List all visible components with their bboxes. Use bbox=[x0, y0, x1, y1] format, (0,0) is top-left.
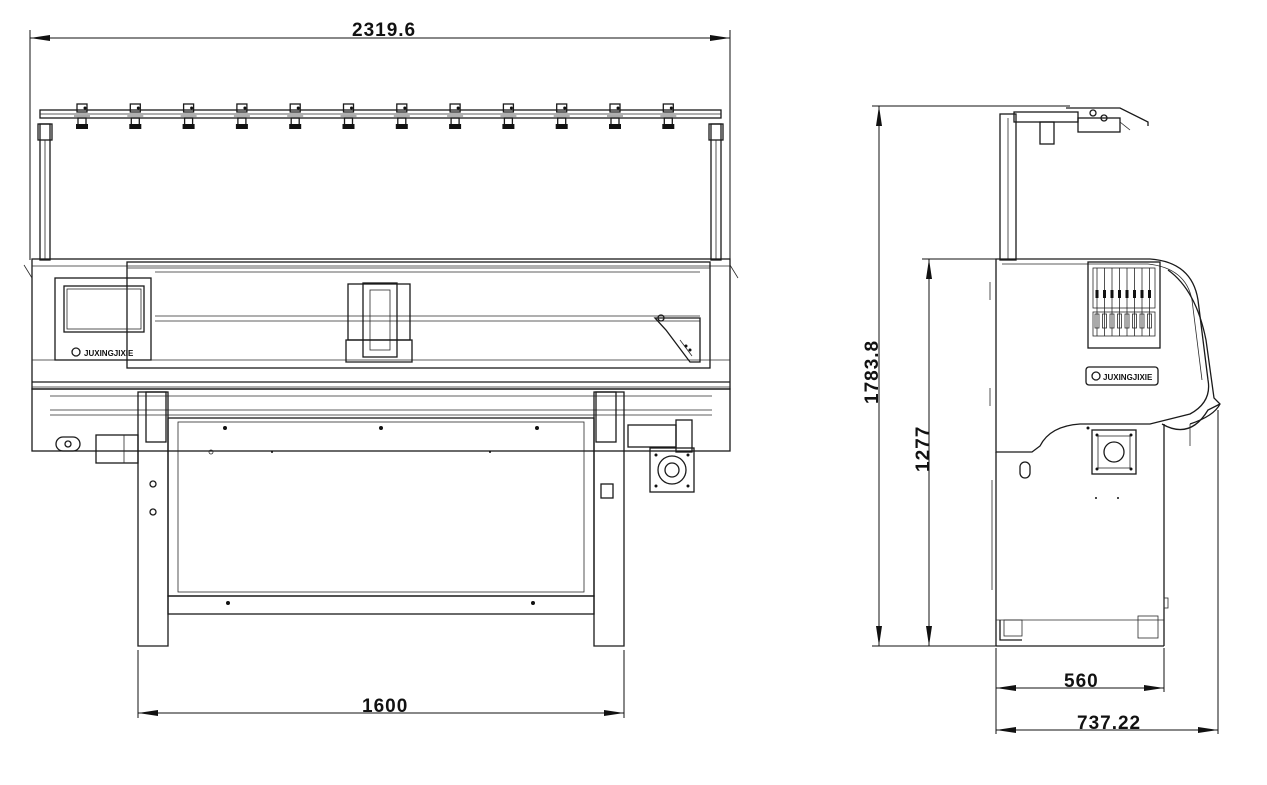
base-width-label: 1600 bbox=[362, 696, 408, 717]
machine-body: JUXINGJIXIE bbox=[23, 258, 739, 452]
side-body: JUXINGJIXIE bbox=[989, 258, 1221, 647]
side-vents bbox=[1014, 282, 1064, 408]
yarn-tensioner bbox=[393, 103, 410, 129]
yarn-tensioner bbox=[500, 103, 517, 129]
yarn-tensioner bbox=[447, 103, 464, 129]
yarn-tensioner bbox=[233, 103, 250, 129]
front-brand-label: JUXINGJIXIE bbox=[84, 349, 134, 358]
side-yarn-rack bbox=[999, 107, 1149, 261]
overall-depth-label: 737.22 bbox=[1077, 713, 1141, 734]
needle-head bbox=[1087, 261, 1161, 349]
side-motor-plate bbox=[1086, 426, 1137, 499]
dimension-base-depth: 560 bbox=[995, 648, 1165, 734]
drive-motor bbox=[627, 419, 695, 493]
yarn-tensioner bbox=[74, 103, 90, 129]
dimension-base-width: 1600 bbox=[137, 650, 625, 718]
yarn-tensioner bbox=[340, 103, 357, 129]
front-stand bbox=[95, 391, 625, 647]
yarn-tensioner bbox=[287, 103, 304, 129]
dimension-overall-height: 1783.8 bbox=[862, 105, 1070, 647]
right-guide bbox=[653, 314, 701, 363]
overall-height-label: 1783.8 bbox=[862, 340, 883, 404]
side-brand-label: JUXINGJIXIE bbox=[1103, 373, 1153, 382]
side-view: 1783.8 1277 bbox=[862, 105, 1221, 734]
carriage bbox=[345, 282, 413, 363]
yarn-tensioner bbox=[553, 103, 570, 129]
control-panel: JUXINGJIXIE bbox=[54, 277, 152, 361]
side-badge: JUXINGJIXIE bbox=[1085, 366, 1159, 386]
yarn-tensioner bbox=[607, 103, 623, 129]
front-view: 2319.6 bbox=[23, 20, 739, 718]
yarn-tensioners bbox=[74, 103, 677, 129]
table-height-label: 1277 bbox=[913, 426, 934, 472]
yarn-tensioner bbox=[660, 103, 677, 129]
dimension-overall-depth: 737.22 bbox=[996, 410, 1219, 734]
logo-icon bbox=[1091, 371, 1101, 381]
dimension-table-height: 1277 bbox=[913, 258, 1000, 646]
overall-width-label: 2319.6 bbox=[352, 20, 416, 41]
yarn-tensioner bbox=[127, 103, 144, 129]
yarn-tensioner bbox=[180, 103, 197, 129]
base-depth-label: 560 bbox=[1064, 671, 1099, 692]
yarn-rack bbox=[37, 103, 724, 261]
logo-icon bbox=[71, 347, 81, 357]
needle-array bbox=[1094, 268, 1152, 336]
dimension-overall-width: 2319.6 bbox=[29, 20, 731, 260]
